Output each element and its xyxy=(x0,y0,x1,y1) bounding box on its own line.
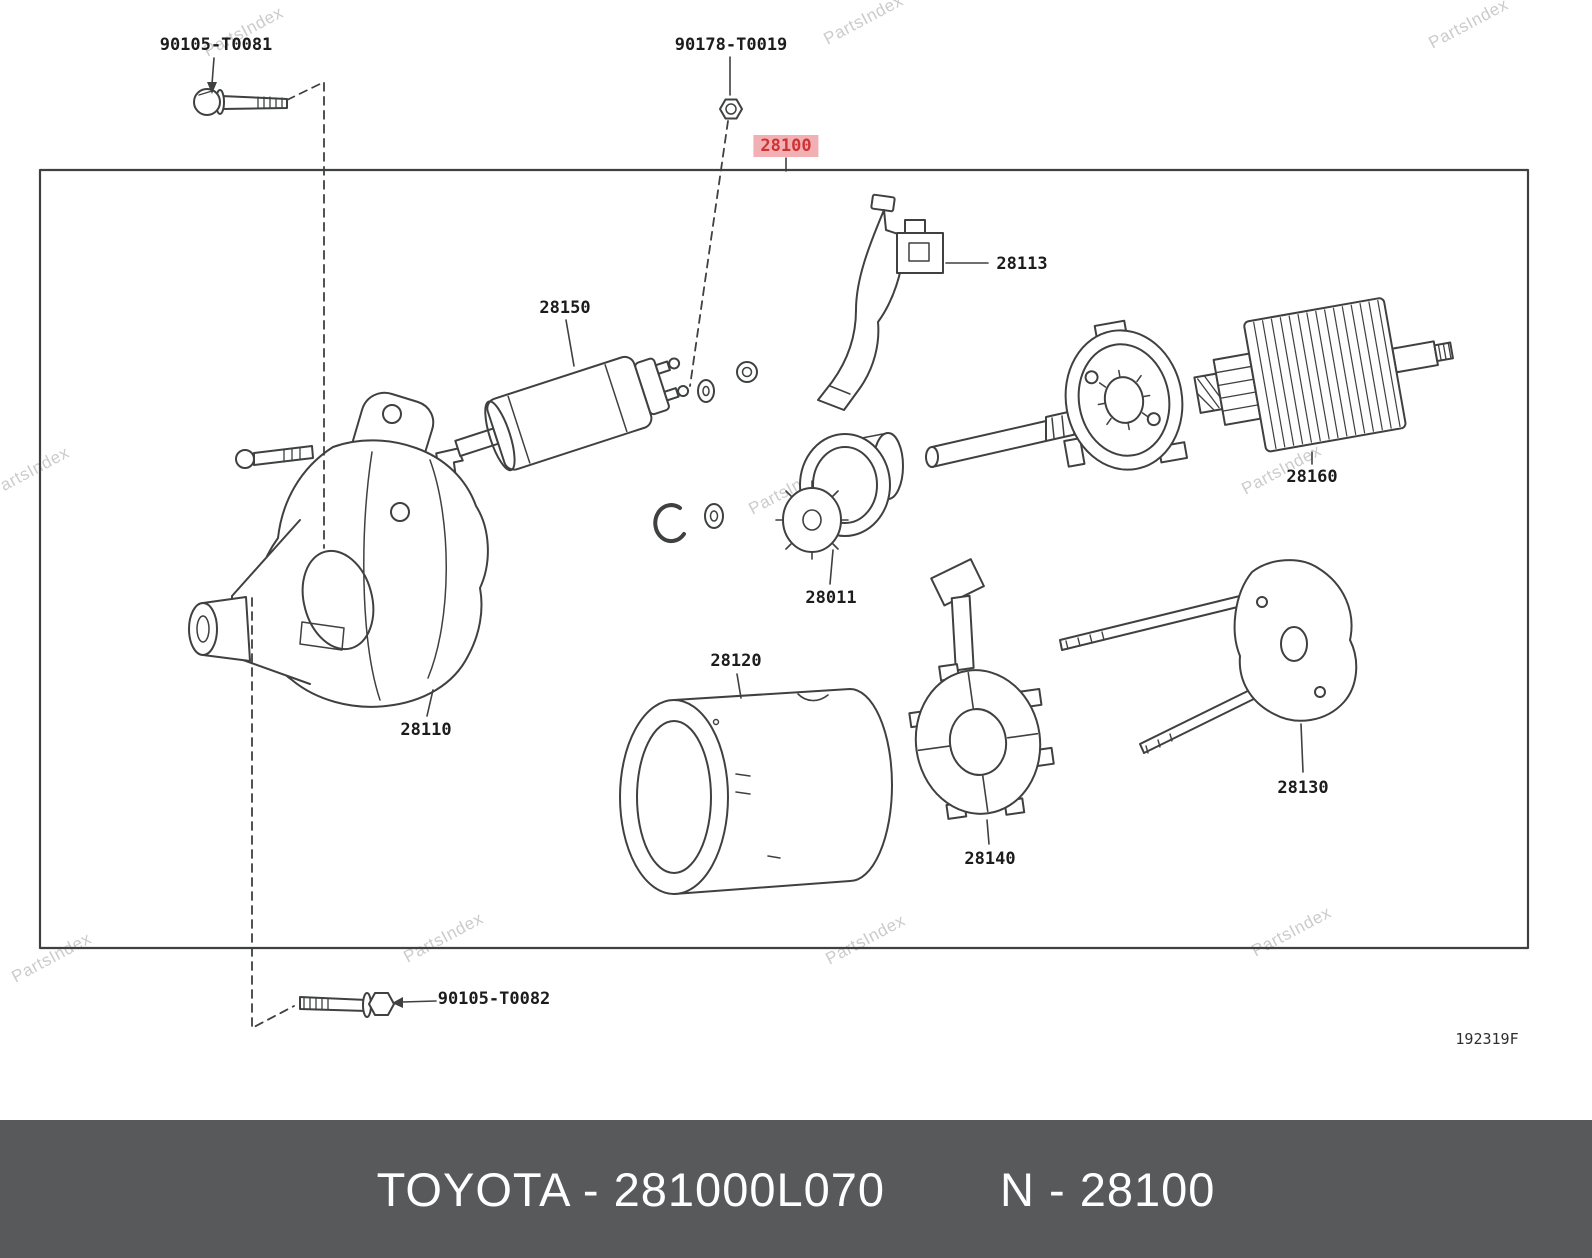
footer-part-number: N - 28100 xyxy=(1000,1162,1216,1216)
planetary-shaft-drawing xyxy=(925,319,1189,471)
part-label-drive-housing: 28110 xyxy=(400,720,452,740)
part-label-clutch: 28011 xyxy=(805,588,857,608)
part-label-solenoid: 28150 xyxy=(539,298,591,318)
clutch-pinion-drawing xyxy=(775,432,904,560)
dashed-assembly-lines xyxy=(251,81,729,1029)
part-label-bolt-bottom: 90105-T0082 xyxy=(437,989,551,1009)
part-label-yoke: 28120 xyxy=(710,651,762,671)
bolt-top-drawing xyxy=(193,88,288,116)
part-label-assembly-highlighted[interactable]: 28100 xyxy=(753,135,819,157)
yoke-drawing xyxy=(619,688,893,895)
part-label-brush-holder: 28140 xyxy=(964,849,1016,869)
washer-nut-small-drawing xyxy=(697,361,758,403)
part-label-end-frame: 28130 xyxy=(1277,778,1329,798)
nut-top-drawing xyxy=(719,98,743,120)
footer-part-title: TOYOTA - 281000L070 xyxy=(376,1162,886,1216)
snap-ring-drawing xyxy=(653,503,724,544)
brush-holder-drawing xyxy=(908,558,1055,820)
part-info-footer: TOYOTA - 281000L070 N - 28100 xyxy=(0,1120,1592,1258)
drive-lever-drawing xyxy=(817,193,944,411)
drive-housing-drawing xyxy=(188,391,489,708)
end-frame-drawing xyxy=(1059,559,1358,754)
diagram-border xyxy=(38,168,1530,950)
part-label-bolt-top: 90105-T0081 xyxy=(159,35,273,55)
part-label-drive-lever: 28113 xyxy=(996,254,1048,274)
part-label-armature: 28160 xyxy=(1286,467,1338,487)
armature-drawing xyxy=(1193,297,1454,453)
part-label-nut-top: 90178-T0019 xyxy=(674,35,788,55)
bolt-bottom-drawing xyxy=(299,992,395,1018)
leader-lines xyxy=(207,56,1313,1008)
figure-code: 192319F xyxy=(1455,1030,1519,1048)
solenoid-drawing xyxy=(435,355,690,489)
